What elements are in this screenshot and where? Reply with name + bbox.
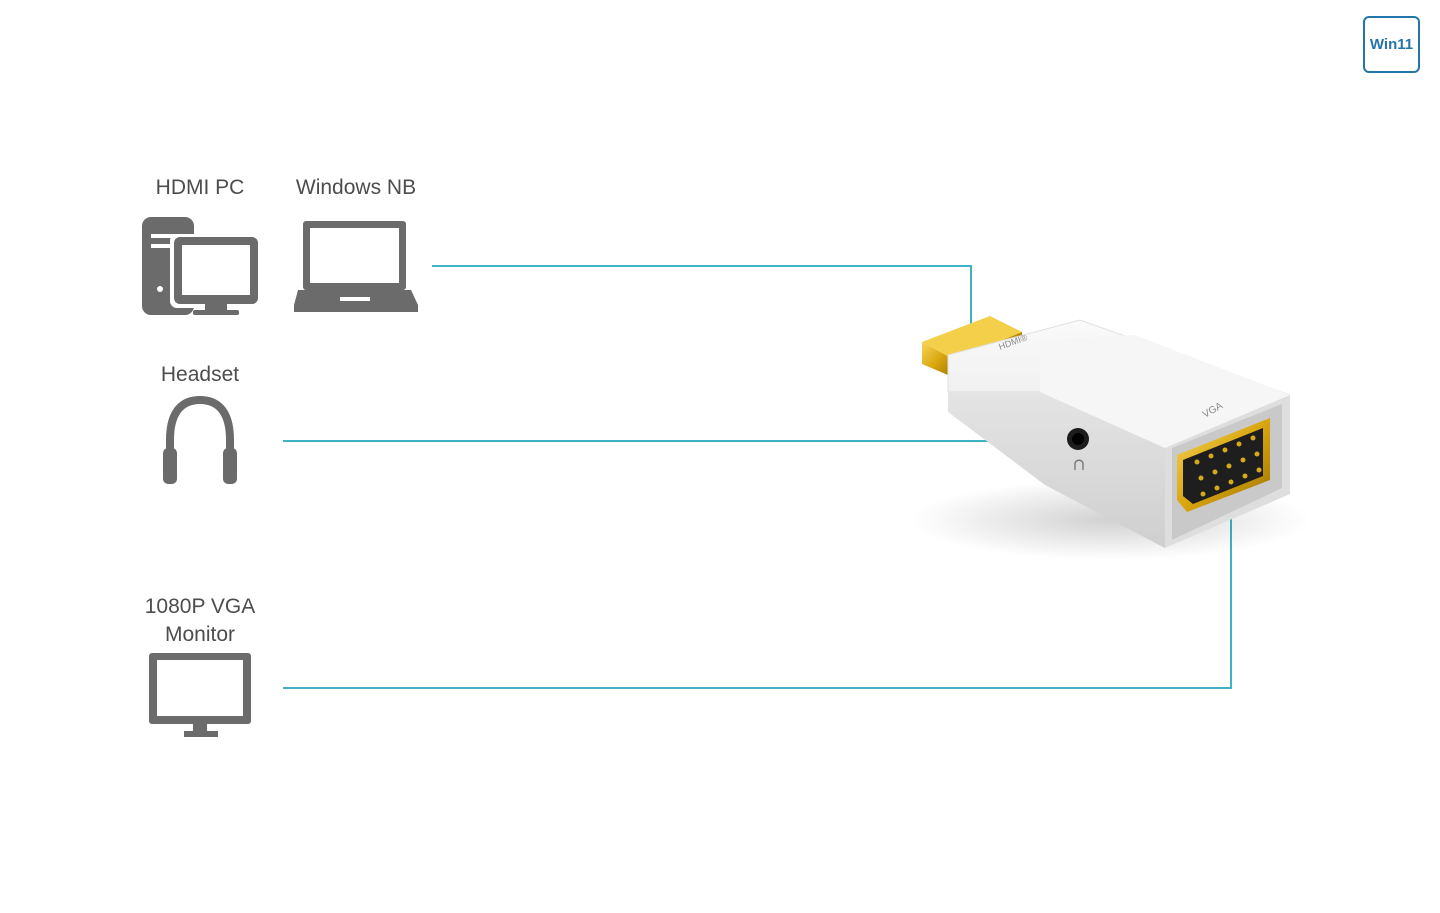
laptop-icon <box>294 221 418 312</box>
connector-lines <box>283 265 1232 689</box>
headphone-symbol-icon <box>1074 459 1084 470</box>
label-windows-nb: Windows NB <box>295 176 417 199</box>
hdmi-vga-adapter: HDMI® VGA <box>910 316 1310 560</box>
monitor-icon <box>149 653 251 737</box>
adapter-top-highlight <box>1040 335 1290 448</box>
line-monitor-to-vga <box>283 500 1232 689</box>
line-laptop-to-hdmi <box>432 265 972 331</box>
adapter-body-side <box>948 392 1165 548</box>
headset-icon <box>163 395 237 484</box>
label-hdmi-pc: HDMI PC <box>155 176 245 199</box>
label-vga-monitor-line2: Monitor <box>164 623 236 646</box>
win11-badge: Win11 <box>1363 16 1420 73</box>
vga-port <box>1172 404 1282 540</box>
desktop-pc-icon <box>142 217 264 315</box>
label-headset: Headset <box>160 363 240 386</box>
label-vga-monitor-line1: 1080P VGA <box>144 595 256 618</box>
